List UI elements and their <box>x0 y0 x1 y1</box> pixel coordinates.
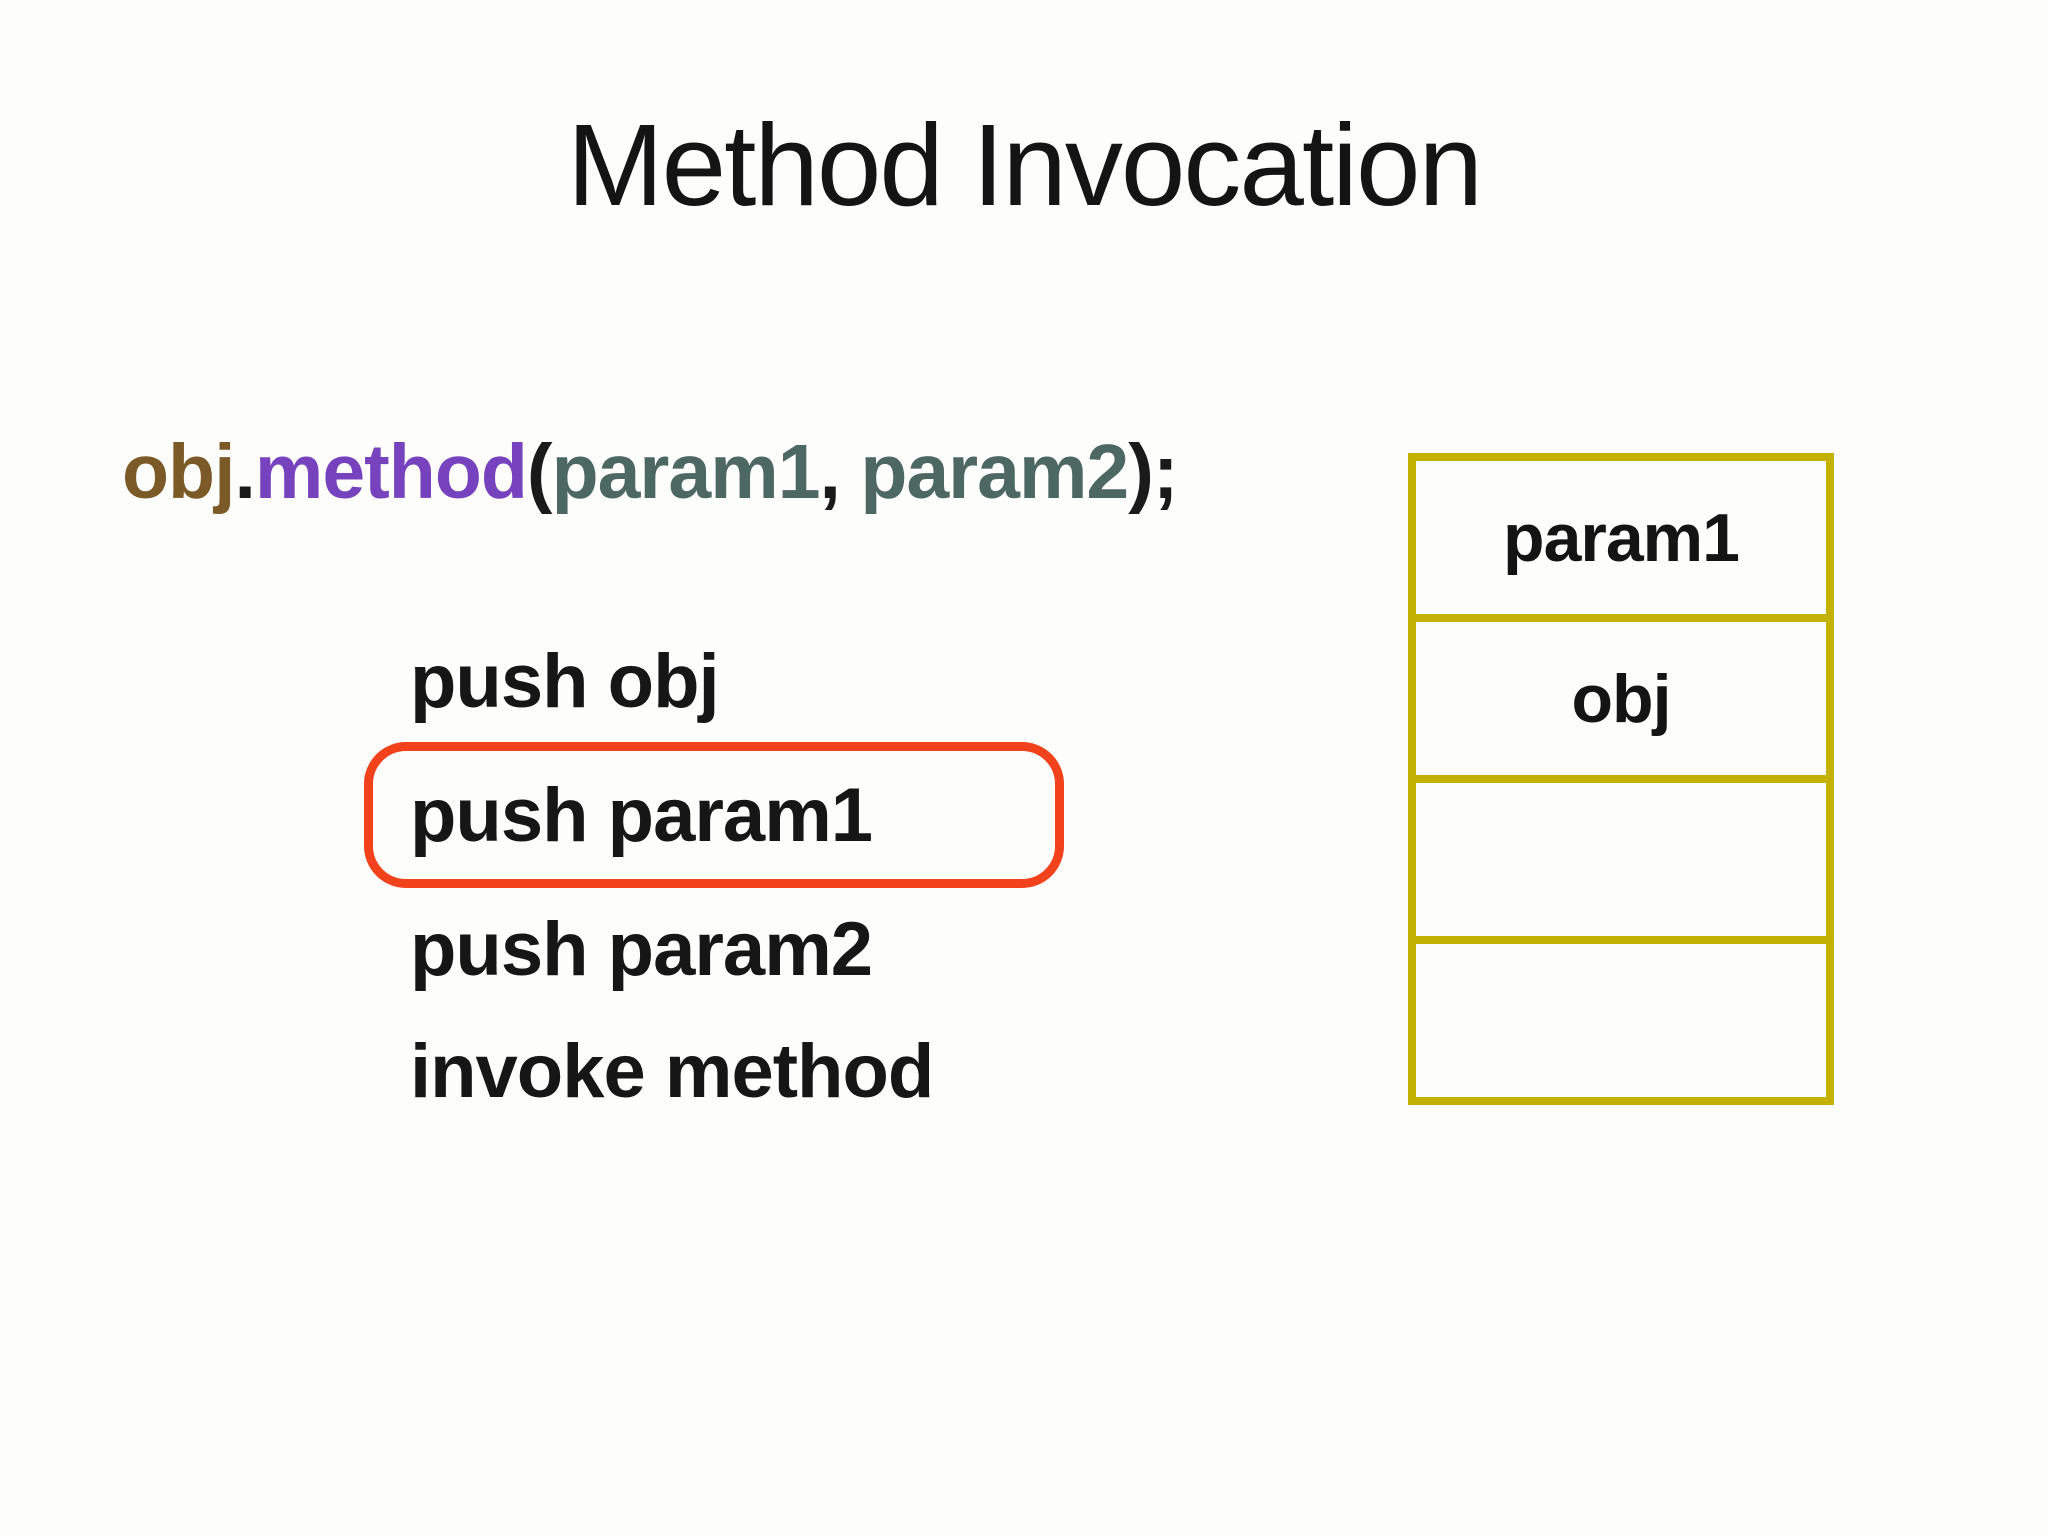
slide-title: Method Invocation <box>567 100 1483 230</box>
code-token-method: method <box>254 429 528 515</box>
instruction-push-param1-highlight-box: push param1 <box>364 742 1064 888</box>
code-token-dot: . <box>234 429 255 515</box>
stack-diagram: param1 obj <box>1408 453 1834 1105</box>
instruction-list: push obj push param1 push param2 invoke … <box>364 620 1064 1132</box>
code-token-param2: param2 <box>860 429 1129 515</box>
code-token-open-paren: ( <box>526 429 553 515</box>
instruction-invoke-method: invoke method <box>410 1028 934 1114</box>
stack-cell-obj: obj <box>1416 614 1826 775</box>
code-token-obj: obj <box>122 429 235 515</box>
instruction-push-obj: push obj <box>410 638 720 724</box>
stack-cell-param1: param1 <box>1503 499 1740 576</box>
stack-cell-empty-2 <box>1416 936 1826 1097</box>
instruction-push-param2: push param2 <box>410 906 873 992</box>
code-token-param1: param1 <box>551 429 821 515</box>
code-statement: obj.method(param1, param2); <box>122 428 1179 517</box>
code-token-comma: , <box>819 429 861 515</box>
stack-cell-empty-1 <box>1416 775 1826 936</box>
code-token-close-paren-semicolon: ); <box>1128 429 1178 515</box>
